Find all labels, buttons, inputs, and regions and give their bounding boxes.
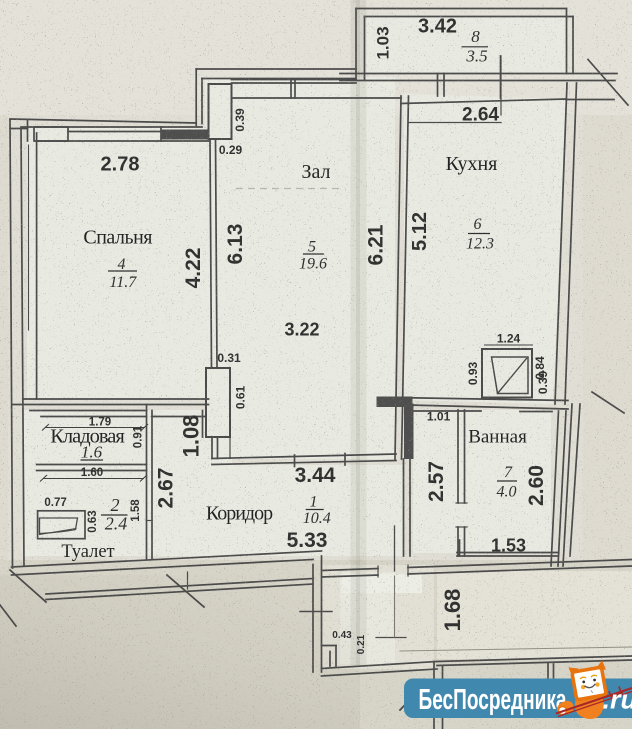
svg-text:БесПосредника: БесПосредника xyxy=(419,684,568,716)
svg-text:.ru: .ru xyxy=(603,685,632,715)
